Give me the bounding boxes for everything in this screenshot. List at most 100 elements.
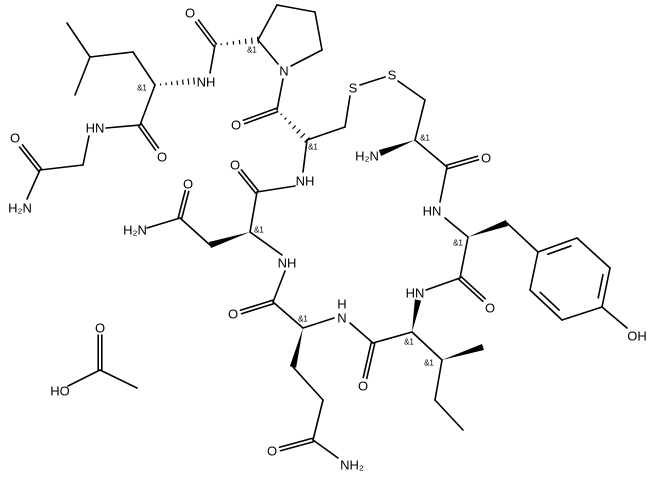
single-bond bbox=[444, 217, 469, 238]
stereo-label-ile-beta: &1 bbox=[424, 359, 434, 368]
double-bond-line bbox=[237, 171, 257, 194]
single-bond bbox=[272, 301, 304, 329]
double-bond-line bbox=[362, 341, 373, 379]
atom-label-pro-carbonyl-o: O bbox=[185, 6, 195, 21]
single-bond bbox=[105, 124, 141, 129]
single-bond bbox=[434, 359, 443, 401]
single-bond bbox=[179, 217, 211, 246]
single-bond bbox=[506, 222, 539, 253]
hashed-bond-segment bbox=[181, 79, 184, 85]
atom-label-pro-n: N bbox=[279, 64, 288, 79]
hashed-bond-segment bbox=[284, 117, 287, 120]
atom-labels: O NH N O HN O O H₂N NH O H₂N O NH O H N … bbox=[8, 6, 647, 473]
double-bond-line bbox=[446, 158, 480, 170]
double-bond-line bbox=[197, 19, 218, 45]
aromatic-inner-bond bbox=[539, 291, 560, 311]
double-bond-line bbox=[279, 440, 315, 452]
atom-label-sulfur-2: S bbox=[388, 68, 397, 83]
single-bond bbox=[349, 322, 374, 344]
single-bond bbox=[89, 51, 134, 58]
double-bond-line bbox=[240, 169, 260, 192]
single-bond bbox=[314, 11, 323, 51]
single-bond bbox=[601, 267, 611, 308]
atom-label-ile-carbonyl-o: O bbox=[358, 379, 368, 394]
single-bond bbox=[39, 164, 84, 171]
hashed-bond-segment bbox=[187, 78, 190, 85]
single-bond bbox=[414, 139, 448, 168]
hashed-bond-segment bbox=[296, 129, 301, 134]
single-bond bbox=[576, 237, 611, 269]
atom-label-gly-hn: HN bbox=[86, 121, 105, 136]
double-bond-line bbox=[137, 125, 157, 151]
stereo-label-cys1: &1 bbox=[420, 134, 430, 143]
single-bond bbox=[312, 399, 324, 441]
single-bond bbox=[249, 231, 283, 256]
double-bond-line bbox=[445, 155, 479, 167]
single-bond bbox=[372, 331, 413, 344]
wedge-bond bbox=[209, 232, 250, 249]
atom-label-gln-carbonyl-o: O bbox=[228, 307, 238, 322]
hashed-bond-segment bbox=[250, 37, 253, 44]
stereo-label-tyr: &1 bbox=[453, 239, 463, 248]
atom-label-asn-carbonyl-o: O bbox=[230, 158, 240, 173]
aromatic-inner-bond bbox=[546, 245, 572, 256]
single-bond bbox=[601, 306, 628, 329]
double-bond-line bbox=[365, 342, 376, 380]
single-bond bbox=[425, 277, 461, 291]
atom-label-gln-nh2: NH₂ bbox=[340, 458, 364, 473]
wedge-bond bbox=[378, 140, 415, 156]
atom-label-sulfur-1: S bbox=[349, 81, 358, 96]
bonds bbox=[18, 4, 628, 459]
single-bond bbox=[26, 169, 41, 200]
single-bond bbox=[257, 4, 278, 41]
wedge-bond bbox=[468, 219, 509, 237]
single-bond bbox=[99, 369, 138, 389]
single-bond bbox=[290, 49, 323, 67]
single-bond bbox=[537, 237, 578, 253]
single-bond bbox=[132, 51, 156, 86]
double-bond-line bbox=[243, 110, 279, 125]
single-bond bbox=[411, 331, 443, 361]
atom-label-gln-amide-o: O bbox=[267, 444, 277, 459]
stereo-label-gln: &1 bbox=[298, 315, 308, 324]
single-bond bbox=[529, 251, 539, 291]
atom-label-acetic-o: O bbox=[95, 321, 105, 336]
wedge-bond bbox=[412, 299, 422, 332]
single-bond bbox=[67, 369, 101, 387]
double-bond-line bbox=[239, 299, 274, 312]
double-bond-line bbox=[18, 146, 40, 172]
hashed-bond-segment bbox=[238, 39, 241, 45]
wedge-bond bbox=[442, 343, 484, 360]
single-bond bbox=[257, 39, 279, 65]
atom-label-tyr-carbonyl-o: O bbox=[485, 301, 495, 316]
atom-label-leu-nh: NH bbox=[197, 75, 216, 90]
double-bond-line bbox=[177, 189, 187, 219]
single-bond bbox=[312, 439, 339, 459]
aromatic-inner-bond bbox=[597, 273, 604, 299]
single-bond bbox=[74, 56, 91, 96]
single-bond bbox=[302, 317, 335, 329]
hashed-bond-segment bbox=[300, 133, 306, 139]
double-bond-line bbox=[278, 437, 314, 449]
single-bond bbox=[66, 22, 91, 58]
atom-label-cys-nh2: H₂N bbox=[355, 149, 379, 164]
hashed-bond-segment bbox=[193, 77, 195, 85]
single-bond bbox=[139, 84, 156, 126]
double-bond-line bbox=[180, 190, 190, 220]
atom-label-cys1-carbonyl-o: O bbox=[481, 151, 491, 166]
single-bond bbox=[292, 366, 324, 401]
double-bond-line bbox=[21, 144, 43, 170]
atom-label-cys-nh: NH bbox=[296, 174, 315, 189]
single-bond bbox=[561, 306, 603, 321]
single-bond bbox=[359, 76, 386, 86]
double-bond-line bbox=[460, 275, 487, 300]
atom-label-gly-amide-o: O bbox=[10, 131, 20, 146]
single-bond bbox=[439, 166, 448, 203]
single-bond bbox=[272, 270, 286, 303]
single-bond bbox=[146, 217, 181, 229]
atom-label-acetic-ho: HO bbox=[50, 384, 70, 399]
single-bond bbox=[306, 126, 346, 141]
stereo-label-cys6: &1 bbox=[308, 143, 318, 152]
atom-label-asn-nh2: H₂N bbox=[123, 223, 147, 238]
atom-label-asn-amide-o: O bbox=[183, 177, 193, 192]
